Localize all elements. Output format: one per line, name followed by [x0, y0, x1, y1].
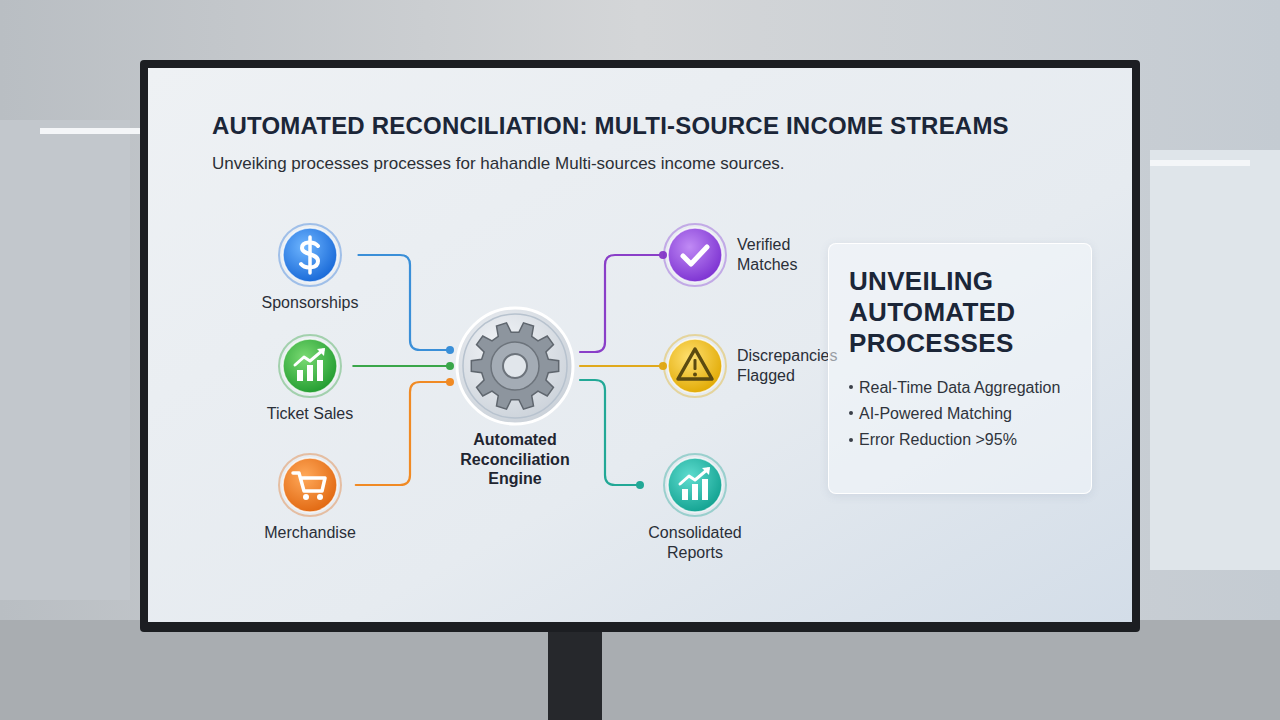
diagram-title: AUTOMATED RECONCILIATION: MULTI-SOURCE I… [212, 112, 1009, 140]
warning-stroke [694, 359, 697, 370]
gear-halo [457, 308, 573, 424]
bullet-row: AI-Powered Matching [849, 404, 1073, 423]
bullet-text: Error Reduction >95% [859, 430, 1017, 449]
bullet-dot [849, 411, 853, 415]
window-glass [1150, 150, 1280, 570]
bullet-dot [849, 438, 853, 442]
sponsorships-node: Sponsorships [262, 223, 359, 313]
icon-disc [668, 339, 722, 393]
info-panel: UNVEILING AUTOMATED PROCESSES Real-Time D… [828, 243, 1092, 494]
merchandise-node: Merchandise [264, 453, 356, 543]
discrepancies-node: Discrepancies Flagged [663, 334, 852, 398]
gear-icon [455, 306, 575, 426]
connector-line [580, 255, 663, 352]
warning-dot [693, 373, 697, 377]
reports-node: Consolidated Reports [640, 453, 750, 562]
monitor-bezel [140, 60, 1140, 632]
icon-glow [664, 454, 726, 516]
node-label: Sponsorships [262, 293, 359, 313]
connector-dot [446, 378, 454, 386]
dollar-icon [278, 223, 342, 287]
node-label: Automated Reconciliation Engine [450, 430, 580, 489]
icon-disc [668, 458, 722, 512]
cart-basket [293, 473, 325, 491]
panel-heading: UNVEILING AUTOMATED PROCESSES [849, 266, 1073, 360]
cart-icon [278, 453, 342, 517]
verified-node: Verified Matches [663, 223, 822, 287]
chart-arrowhead [702, 467, 710, 475]
ticket-sales-node: Ticket Sales [267, 334, 354, 424]
connector-line [580, 365, 663, 367]
node-label: Consolidated Reports [640, 523, 750, 562]
warn-icon [663, 334, 727, 398]
icon-disc [283, 458, 337, 512]
icon-glow [279, 454, 341, 516]
floor [0, 620, 1280, 720]
ceiling-light [40, 128, 140, 134]
icon-disc [668, 228, 722, 282]
monitor-screen [148, 68, 1132, 622]
ceiling-light [1150, 160, 1250, 166]
cart-wheel [317, 494, 323, 500]
chart-bar [702, 479, 708, 500]
bullet-text: AI-Powered Matching [859, 404, 1012, 423]
gear-body [471, 323, 558, 409]
node-label: Ticket Sales [267, 404, 354, 424]
window-glass [0, 120, 130, 600]
gear-hub [491, 342, 539, 390]
connector-line [356, 382, 450, 485]
dollar-bar [308, 237, 312, 273]
chart-bar [297, 370, 303, 381]
warning-triangle [678, 349, 712, 379]
chart-trend [680, 469, 708, 484]
bullet-row: Real-Time Data Aggregation [849, 378, 1073, 397]
icon-glow [664, 224, 726, 286]
chart-bar [682, 489, 688, 500]
connector-line [580, 380, 640, 485]
icon-disc [283, 339, 337, 393]
check-mark [683, 247, 707, 264]
icon-disc [283, 228, 337, 282]
node-label: Merchandise [264, 523, 356, 543]
icon-glow [664, 335, 726, 397]
connector-line [353, 365, 450, 367]
gear-ring [463, 314, 567, 418]
chart-bar [307, 365, 313, 381]
cart-wheel [303, 494, 309, 500]
chart-trend [295, 350, 323, 365]
connector-dot [636, 481, 644, 489]
node-label: Verified Matches [737, 235, 822, 274]
connector-dot [446, 362, 454, 370]
bullet-row: Error Reduction >95% [849, 430, 1073, 449]
chart-bar [692, 484, 698, 500]
chart-bar [317, 360, 323, 381]
chart-icon [663, 453, 727, 517]
icon-glow [279, 335, 341, 397]
subtitle-text: Unveiking processes processes for hahand… [212, 154, 785, 174]
engine-node: Automated Reconciliation Engine [450, 306, 580, 489]
icon-glow [279, 224, 341, 286]
bullet-text: Real-Time Data Aggregation [859, 378, 1060, 397]
connector-line [358, 255, 450, 350]
gear-hole [503, 354, 527, 378]
monitor-stand [548, 628, 602, 720]
chart-arrowhead [317, 348, 325, 356]
check-icon [663, 223, 727, 287]
connector-dot [446, 346, 454, 354]
chart-icon [278, 334, 342, 398]
bullet-dot [849, 385, 853, 389]
